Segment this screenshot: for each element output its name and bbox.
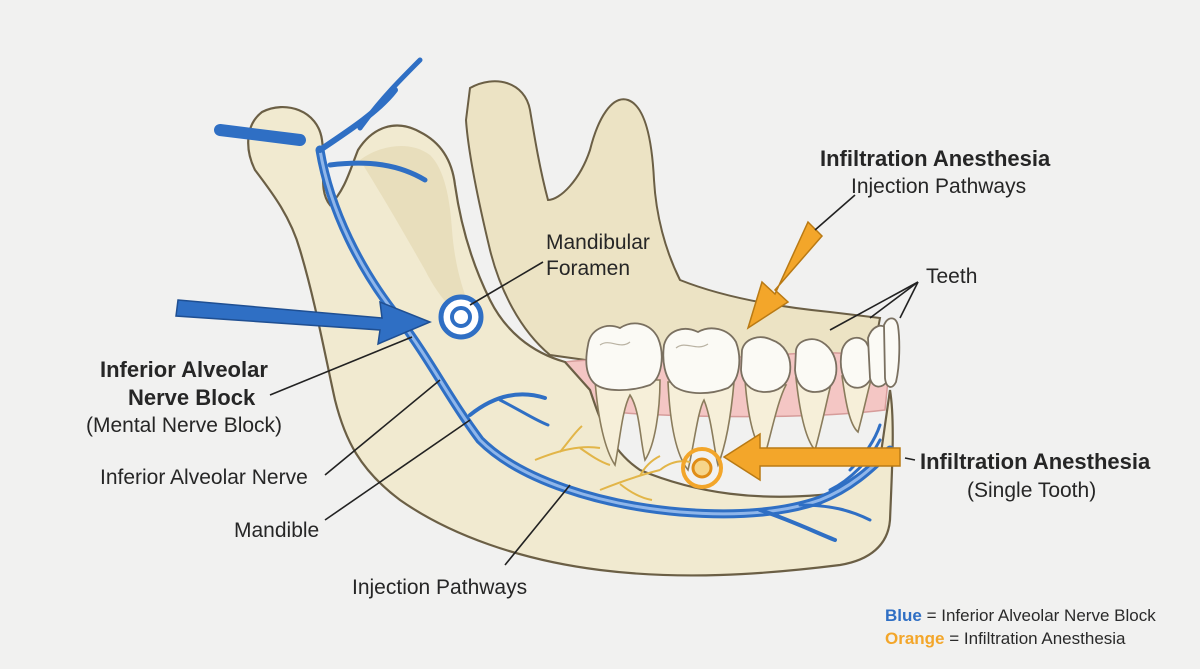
- legend-key-blue: Blue: [885, 606, 922, 625]
- label-mandibular-foramen-line2: Foramen: [546, 257, 631, 280]
- label-ian-block-line2: Nerve Block: [128, 385, 256, 410]
- incisor-2: [883, 317, 901, 388]
- legend-row-blue: Blue = Inferior Alveolar Nerve Block: [885, 604, 1156, 627]
- teeth-crowns: [585, 317, 901, 395]
- label-mandible: Mandible: [234, 519, 320, 542]
- label-teeth: Teeth: [926, 265, 978, 288]
- mandibular-foramen-target: [438, 294, 484, 340]
- label-ian-block-line1: Inferior Alveolar: [100, 357, 268, 382]
- legend-key-orange: Orange: [885, 629, 945, 648]
- label-injection-pathways: Injection Pathways: [352, 576, 528, 599]
- single-tooth-injection-arrow: [722, 432, 901, 482]
- leader-lines: [269, 194, 919, 566]
- inferior-alveolar-nerve-path: [214, 57, 895, 542]
- premolar-2: [794, 338, 838, 393]
- label-infiltration-single-sub: (Single Tooth): [967, 479, 1097, 502]
- legend-text-orange: = Infiltration Anesthesia: [944, 629, 1126, 648]
- label-inferior-alveolar-nerve: Inferior Alveolar Nerve: [100, 466, 308, 489]
- single-tooth-target: [681, 447, 723, 489]
- label-infiltration-top-title: Infiltration Anesthesia: [820, 146, 1051, 171]
- premolar-1: [740, 336, 792, 393]
- mandible-far-side: [464, 80, 882, 372]
- molar-2: [662, 327, 741, 395]
- nerve-branches-yellow: [534, 425, 691, 501]
- label-infiltration-single-title: Infiltration Anesthesia: [920, 449, 1151, 474]
- infiltration-pathway-arrow: [746, 220, 824, 330]
- legend-row-orange: Orange = Infiltration Anesthesia: [885, 627, 1156, 650]
- legend-text-blue: = Inferior Alveolar Nerve Block: [921, 606, 1156, 625]
- ramus-shading: [360, 145, 480, 330]
- ian-block-injection-arrow: [175, 299, 432, 346]
- canine: [839, 336, 873, 389]
- label-mandibular-foramen-line1: Mandibular: [546, 231, 650, 254]
- color-legend: Blue = Inferior Alveolar Nerve Block Ora…: [885, 604, 1156, 650]
- label-infiltration-top-sub: Injection Pathways: [851, 175, 1027, 198]
- label-ian-block-sub: (Mental Nerve Block): [86, 414, 283, 437]
- molar-1: [585, 322, 663, 392]
